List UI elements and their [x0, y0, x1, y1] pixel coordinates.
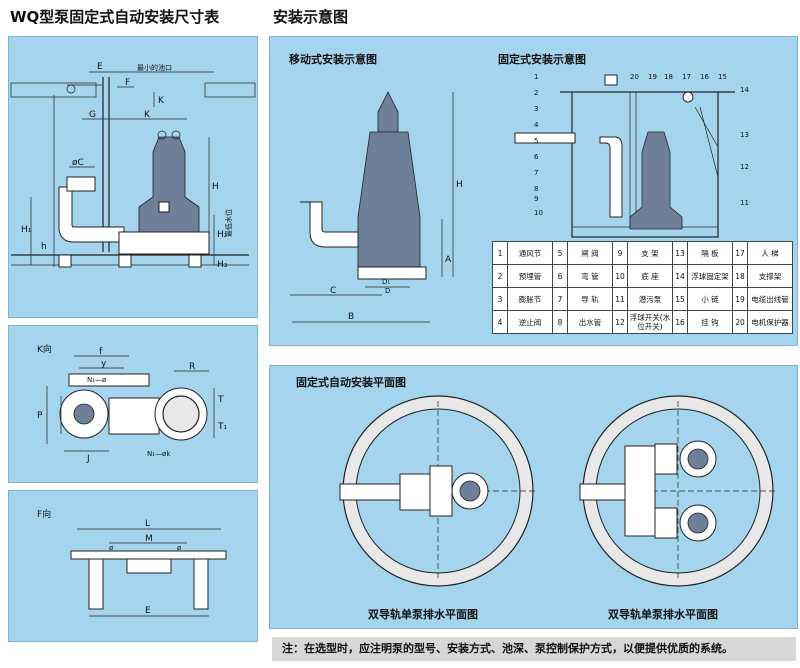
- fixed-install-title: 固定式安装示意图: [498, 53, 586, 66]
- f-view-drawing: F向 L M ø ø E: [37, 508, 227, 617]
- svg-text:8: 8: [534, 185, 538, 193]
- dim-C-mobile: C: [330, 286, 336, 296]
- dim-T1: T₁: [217, 422, 227, 432]
- svg-text:1: 1: [534, 73, 538, 81]
- panel-main-dimensions: E 最小的池口 F K G K øC H H₁ h H₂ 最低水位 H₃: [8, 36, 258, 318]
- dim-G: G: [89, 110, 96, 120]
- svg-text:17: 17: [682, 73, 691, 81]
- svg-text:2: 2: [534, 89, 538, 97]
- dim-F: F: [125, 78, 130, 88]
- dim-L: L: [145, 519, 150, 529]
- dim-d-left: ø: [109, 544, 114, 552]
- dim-C: øC: [72, 158, 84, 168]
- dim-y: y: [101, 359, 107, 369]
- dim-n2: N₁—øk: [147, 450, 171, 458]
- dim-J: J: [86, 454, 90, 464]
- main-dimension-drawing: E 最小的池口 F K G K øC H H₁ h H₂ 最低水位 H₃: [10, 62, 256, 270]
- svg-text:3: 3: [534, 105, 538, 113]
- panel-f-view: F向 L M ø ø E: [8, 490, 258, 642]
- dim-D: D: [385, 287, 390, 295]
- svg-text:15: 15: [718, 73, 727, 81]
- dim-d-right: ø: [177, 544, 182, 552]
- dim-T: T: [217, 395, 224, 405]
- dim-K-arrow: K: [158, 96, 165, 106]
- panel-plan: 固定式自动安装平面图 双导轨单泵排水平面图 双导轨单泵排水平面图: [269, 365, 798, 629]
- dim-K: K: [144, 110, 151, 120]
- dim-E: E: [97, 62, 103, 72]
- svg-text:18: 18: [664, 73, 673, 81]
- svg-text:12: 12: [740, 163, 749, 171]
- panel-k-view: K向 f y N₁—ø R T T₁ P J N₁—øk: [8, 325, 258, 483]
- installation-drawing: B C D₁ D H A 1 2 3 4 5 6 7 8 9 10 11: [290, 73, 749, 323]
- svg-text:9: 9: [534, 195, 538, 203]
- dim-M: M: [145, 534, 153, 544]
- dim-min-opening: 最小的池口: [137, 63, 172, 72]
- dim-f: f: [99, 347, 103, 357]
- callout-numbers: 1 2 3 4 5 6 7 8 9 10 11 12 13 14 15 16 1…: [534, 73, 749, 217]
- svg-text:10: 10: [534, 209, 543, 217]
- svg-text:20: 20: [630, 73, 639, 81]
- dim-H2: H₂: [217, 230, 228, 240]
- plan-drawing: [339, 395, 775, 587]
- f-view-label: F向: [37, 508, 51, 520]
- svg-text:6: 6: [534, 153, 539, 161]
- k-view-label: K向: [37, 343, 52, 355]
- main-title: WQ型泵固定式自动安装尺寸表: [10, 8, 220, 26]
- dim-min-level: 最低水位: [224, 209, 233, 237]
- plan-title: 固定式自动安装平面图: [296, 376, 406, 389]
- svg-text:4: 4: [534, 121, 539, 129]
- svg-text:13: 13: [740, 131, 749, 139]
- diagram-title: 安装示意图: [273, 8, 349, 26]
- dim-A: A: [445, 255, 452, 265]
- svg-text:19: 19: [648, 73, 657, 81]
- dim-D1: D₁: [382, 278, 390, 286]
- mobile-install-title: 移动式安装示意图: [289, 53, 377, 66]
- dim-H-mobile: H: [456, 180, 463, 190]
- selection-note: 注：在选型时，应注明泵的型号、安装方式、池深、泵控制保护方式，以便提供优质的系统…: [272, 637, 796, 661]
- dim-H1: H₁: [21, 225, 32, 235]
- plan-left-caption: 双导轨单泵排水平面图: [368, 608, 478, 621]
- svg-text:7: 7: [534, 169, 538, 177]
- dim-P: P: [37, 411, 43, 421]
- svg-text:14: 14: [740, 86, 749, 94]
- dim-h: h: [41, 242, 47, 252]
- dim-E-f: E: [145, 606, 151, 616]
- svg-text:11: 11: [740, 199, 749, 207]
- dim-n1: N₁—ø: [87, 376, 107, 384]
- plan-right-caption: 双导轨单泵排水平面图: [608, 608, 718, 621]
- k-view-drawing: K向 f y N₁—ø R T T₁ P J N₁—øk: [37, 343, 227, 464]
- plan-left-drawing: [339, 395, 535, 587]
- dim-R: R: [189, 362, 195, 372]
- svg-text:5: 5: [534, 137, 538, 145]
- dim-B: B: [348, 312, 354, 322]
- plan-right-drawing: [579, 395, 775, 587]
- dim-H3: H₃: [217, 260, 228, 270]
- dim-H: H: [212, 182, 219, 192]
- svg-text:16: 16: [700, 73, 709, 81]
